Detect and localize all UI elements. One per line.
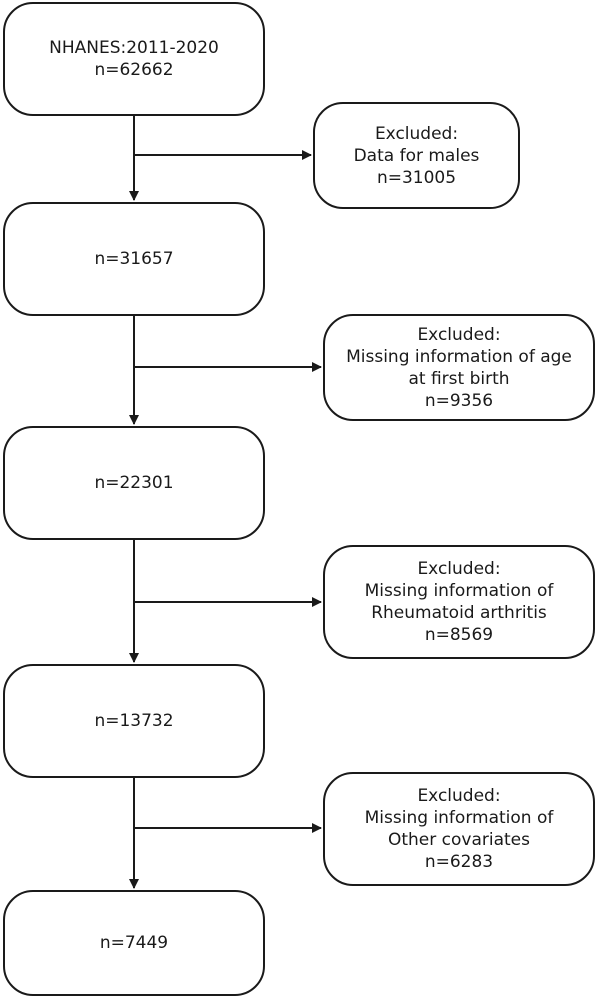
excluded-reason: Missing information of [364,581,554,601]
main-box-count: n=7449 [99,933,169,953]
excluded-count: n=6283 [424,852,494,872]
excluded-count: n=8569 [424,625,494,645]
excluded-reason: Data for males [353,145,480,166]
excluded-label: Excluded: [374,123,459,144]
excluded-label: Excluded: [417,559,501,579]
main-box-step-1: n=31657 [3,202,265,316]
main-box-step-2: n=22301 [3,426,265,540]
main-box-count: n=62662 [94,60,174,80]
main-box-title: NHANES:2011-2020 [49,38,219,58]
main-box-step-3: n=13732 [3,664,265,778]
excluded-count: n=31005 [376,167,457,188]
excluded-label: Excluded: [417,786,501,806]
excluded-label: Excluded: [417,324,501,345]
main-box-final: n=7449 [3,890,265,996]
excluded-count: n=9356 [424,390,494,411]
main-box-count: n=22301 [94,473,174,493]
excluded-box-rheumatoid-arthritis: Excluded: Missing information of Rheumat… [323,545,595,659]
excluded-box-other-covariates: Excluded: Missing information of Other c… [323,772,595,886]
excluded-reason: at first birth [408,368,510,389]
excluded-box-age-first-birth: Excluded: Missing information of age at … [323,314,595,421]
excluded-reason: Missing information of age [346,346,572,367]
excluded-reason: Other covariates [387,830,530,850]
excluded-box-males: Excluded: Data for males n=31005 [313,102,520,209]
main-box-nhanes: NHANES:2011-2020 n=62662 [3,2,265,116]
main-box-count: n=31657 [94,249,174,269]
excluded-reason: Missing information of [364,808,554,828]
excluded-reason: Rheumatoid arthritis [371,603,547,623]
main-box-count: n=13732 [94,711,174,731]
